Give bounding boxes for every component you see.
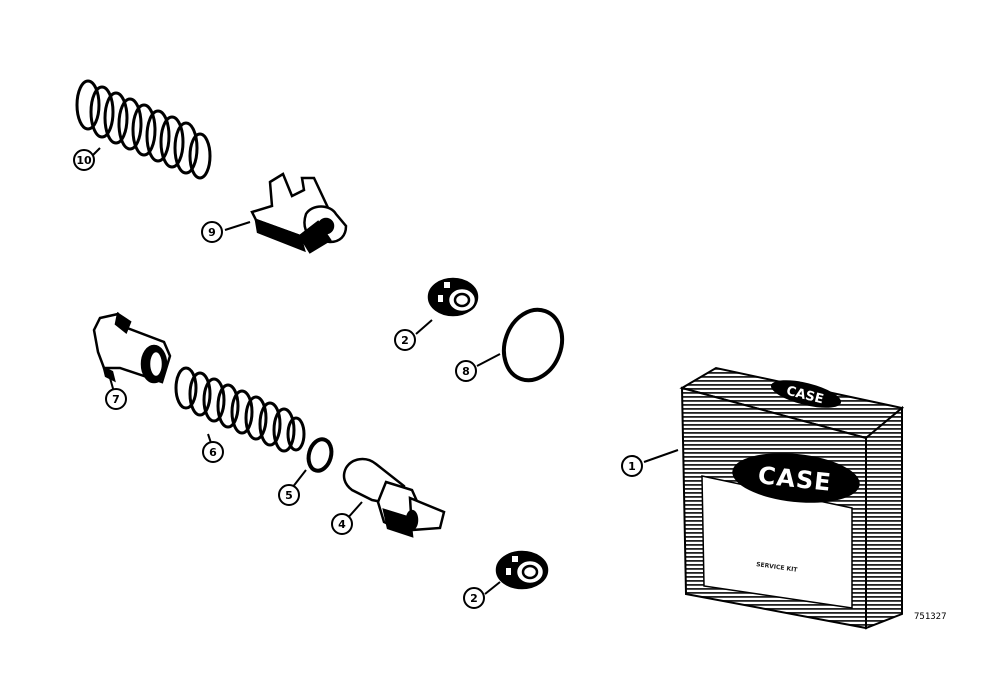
- callout-4: 4: [331, 513, 353, 535]
- callout-9: 9: [201, 221, 223, 243]
- svg-text:2: 2: [401, 334, 409, 347]
- svg-text:1: 1: [628, 460, 636, 473]
- callout-2-upper: 2: [394, 329, 416, 351]
- svg-text:10: 10: [76, 154, 92, 167]
- svg-text:8: 8: [462, 365, 470, 378]
- bearing-lower: [495, 550, 549, 590]
- callout-8: 8: [455, 360, 477, 382]
- o-ring-small: [306, 437, 334, 473]
- callout-10: 10: [73, 149, 95, 171]
- valve-plunger: [342, 457, 446, 538]
- svg-text:5: 5: [285, 489, 293, 502]
- spool-fork: [250, 172, 348, 254]
- svg-text:7: 7: [112, 393, 120, 406]
- svg-text:4: 4: [338, 518, 346, 531]
- callout-6: 6: [202, 441, 224, 463]
- svg-text:2: 2: [470, 592, 478, 605]
- spring-small: [174, 366, 306, 453]
- bearing-upper: [427, 277, 479, 317]
- svg-text:9: 9: [208, 226, 216, 239]
- o-ring-large: [501, 307, 565, 383]
- service-kit-box: CASE CASE SERVICE KIT: [679, 366, 905, 630]
- figure-number: 751327: [914, 612, 947, 622]
- callout-7: 7: [105, 388, 127, 410]
- spring-large: [75, 79, 212, 180]
- callout-2-lower: 2: [463, 587, 485, 609]
- callout-5: 5: [278, 484, 300, 506]
- svg-text:6: 6: [209, 446, 217, 459]
- callout-1: 1: [621, 455, 643, 477]
- sleeve: [92, 311, 172, 384]
